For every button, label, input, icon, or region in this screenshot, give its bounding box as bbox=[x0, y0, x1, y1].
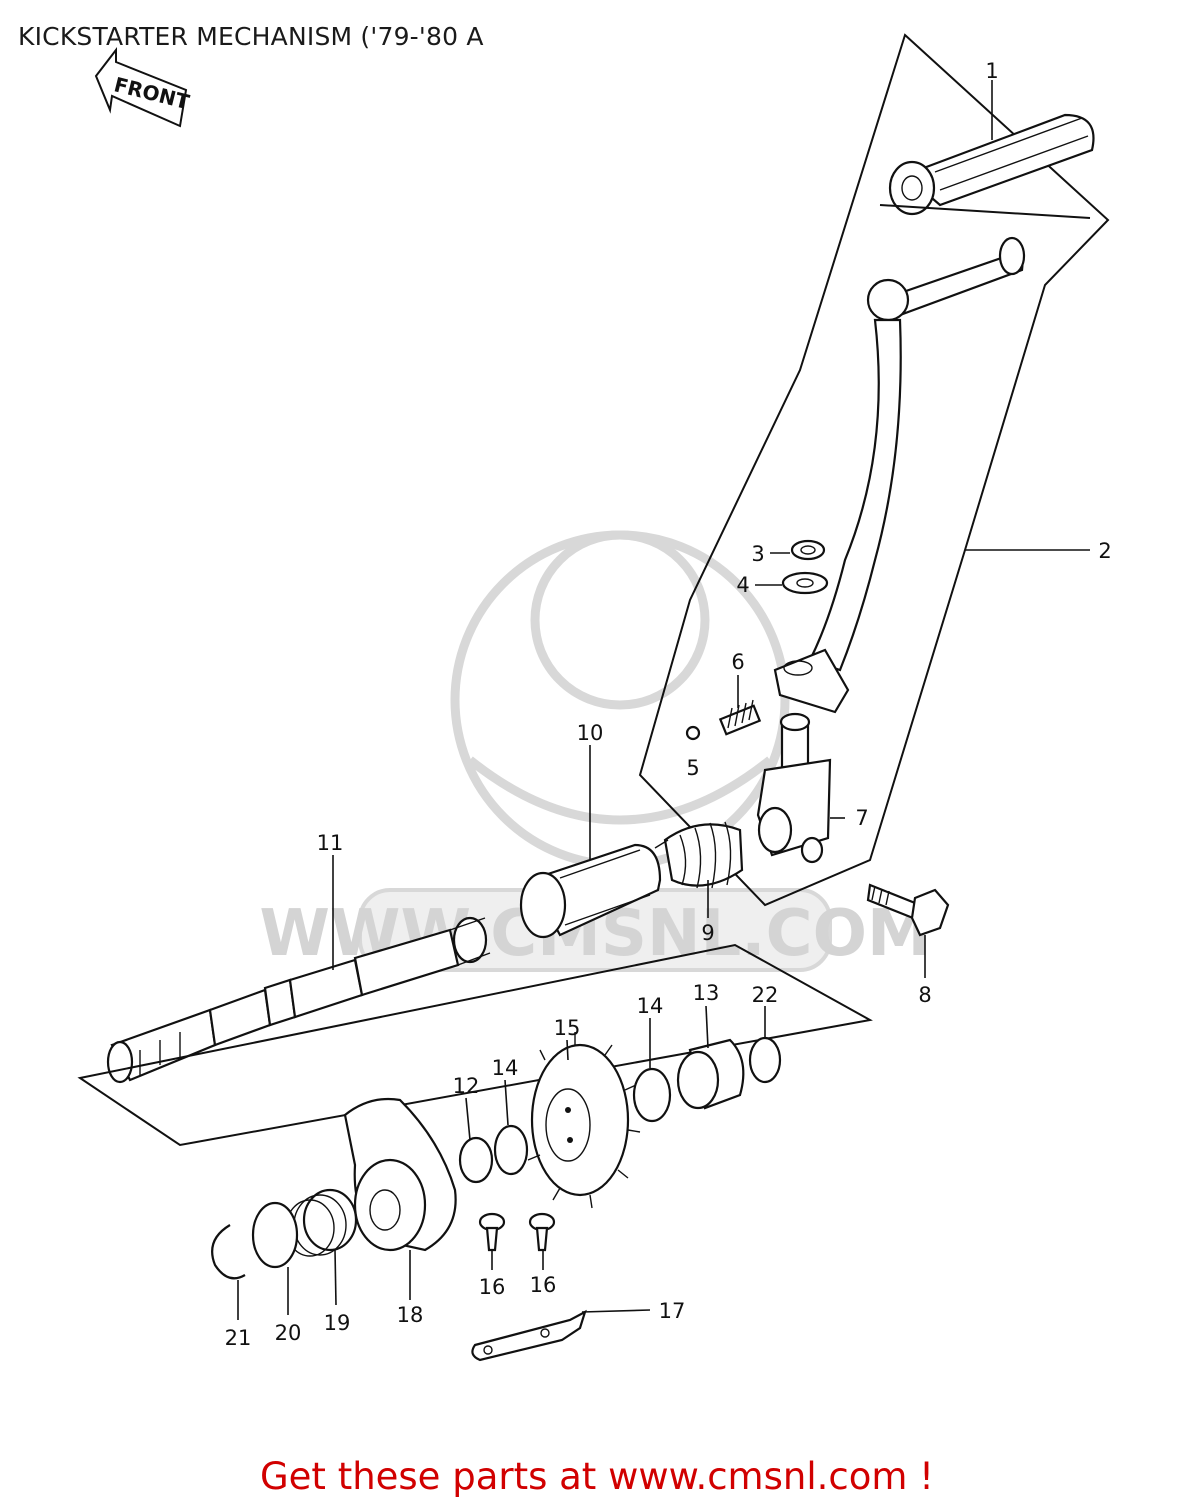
part-label-13: 13 bbox=[693, 981, 720, 1005]
part-label-14a: 14 bbox=[492, 1056, 519, 1080]
part-label-18: 18 bbox=[397, 1303, 424, 1327]
screw-16b bbox=[528, 1212, 556, 1252]
ratchet bbox=[343, 1097, 457, 1252]
pedal-nut bbox=[790, 539, 826, 561]
part-label-10: 10 bbox=[577, 721, 604, 745]
part-label-8: 8 bbox=[918, 983, 931, 1007]
retainer-plate bbox=[471, 1309, 587, 1362]
circlip-21 bbox=[211, 1224, 246, 1280]
part-label-5: 5 bbox=[686, 756, 699, 780]
pedal-assembly-frame bbox=[638, 33, 1110, 907]
part-label-14b: 14 bbox=[637, 994, 664, 1018]
kick-shaft bbox=[106, 916, 491, 1084]
circlip-22 bbox=[748, 1036, 782, 1084]
part-label-15: 15 bbox=[554, 1016, 581, 1040]
part-label-7: 7 bbox=[855, 806, 868, 830]
detent-spring bbox=[718, 699, 762, 736]
kick-pedal-arm bbox=[773, 236, 1026, 714]
part-label-2: 2 bbox=[1098, 539, 1111, 563]
part-label-19: 19 bbox=[324, 1311, 351, 1335]
bushing bbox=[676, 1038, 745, 1110]
part-labels: 1 2 3 4 5 6 7 8 9 10 11 12 13 14 14 15 1… bbox=[225, 59, 1112, 1350]
footer-promo-link[interactable]: Get these parts at www.cmsnl.com ! bbox=[259, 1455, 934, 1498]
part-label-21: 21 bbox=[225, 1326, 252, 1350]
part-label-17: 17 bbox=[659, 1299, 686, 1323]
part-label-9: 9 bbox=[701, 921, 714, 945]
kick-pedal-rubber bbox=[888, 113, 1095, 216]
screw-16a bbox=[478, 1212, 506, 1252]
front-label: FRONT bbox=[112, 72, 192, 114]
kick-gear bbox=[527, 1032, 641, 1209]
front-arrow-icon: FRONT bbox=[94, 47, 192, 128]
part-label-16b: 16 bbox=[530, 1273, 557, 1297]
kick-boss bbox=[756, 712, 832, 864]
part-label-4: 4 bbox=[736, 573, 749, 597]
part-label-20: 20 bbox=[275, 1321, 302, 1345]
part-label-22: 22 bbox=[752, 983, 779, 1007]
leader-lines bbox=[237, 80, 1090, 1320]
page-title: KICKSTARTER MECHANISM ('79-'80 A bbox=[18, 22, 484, 51]
part-label-12: 12 bbox=[453, 1074, 480, 1098]
washer-14a bbox=[493, 1124, 529, 1176]
detent-ball bbox=[685, 725, 701, 741]
ring-12 bbox=[458, 1136, 494, 1184]
part-label-6: 6 bbox=[731, 650, 744, 674]
ratchet-spring bbox=[285, 1188, 358, 1257]
washer-14b bbox=[632, 1067, 672, 1123]
kick-spring bbox=[654, 821, 744, 889]
part-label-16a: 16 bbox=[479, 1275, 506, 1299]
part-label-3: 3 bbox=[751, 542, 764, 566]
washer-20 bbox=[251, 1201, 299, 1269]
part-label-11: 11 bbox=[317, 831, 344, 855]
part-label-1: 1 bbox=[985, 59, 998, 83]
kick-guide-sleeve bbox=[519, 843, 662, 939]
pedal-washer bbox=[781, 571, 829, 595]
bolt bbox=[866, 883, 950, 937]
lower-assembly-frame bbox=[77, 943, 873, 1147]
